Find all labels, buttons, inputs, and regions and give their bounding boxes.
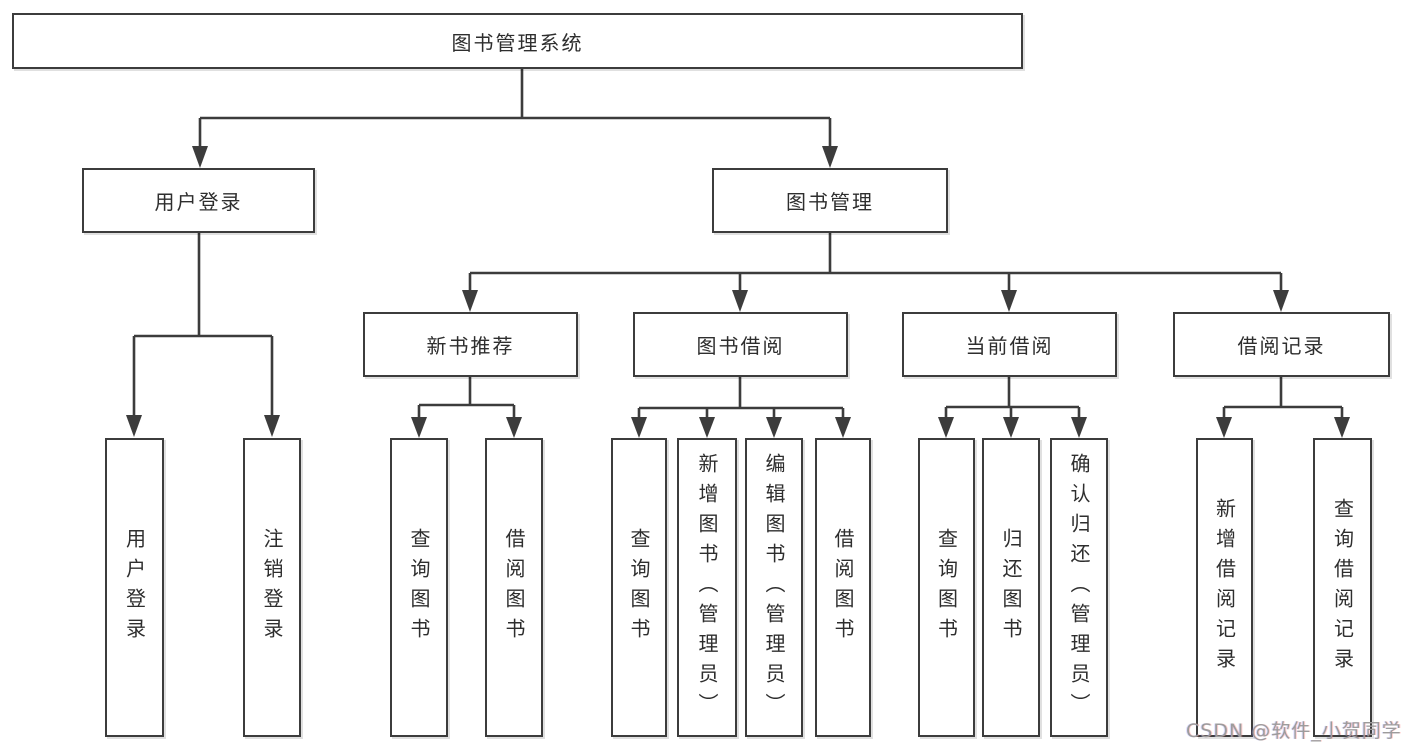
leaf-logout: 注销登录 — [243, 438, 301, 737]
leaf-cb-query-books: 查询图书 — [918, 438, 975, 737]
leaf-bb-edit-books-admin: 编辑图书（管理员） — [745, 438, 803, 737]
leaf-user-login: 用户登录 — [105, 438, 164, 737]
node-library-management-system: 图书管理系统 — [12, 13, 1023, 69]
node-borrow-records: 借阅记录 — [1173, 312, 1390, 377]
leaf-br-add-borrow-record: 新增借阅记录 — [1196, 438, 1253, 737]
csdn-watermark: CSDN @软件_小贺同学 — [1186, 720, 1402, 742]
leaf-cb-return-books: 归还图书 — [982, 438, 1040, 737]
leaf-bb-add-books-admin: 新增图书（管理员） — [677, 438, 737, 737]
node-book-management: 图书管理 — [712, 168, 948, 233]
node-user-login: 用户登录 — [82, 168, 315, 233]
node-new-book-recommend: 新书推荐 — [363, 312, 578, 377]
leaf-br-query-borrow-record: 查询借阅记录 — [1313, 438, 1372, 737]
leaf-bb-borrow-books: 借阅图书 — [815, 438, 871, 737]
leaf-bb-query-books: 查询图书 — [611, 438, 667, 737]
leaf-nb-query-books: 查询图书 — [390, 438, 448, 737]
node-current-borrow: 当前借阅 — [902, 312, 1117, 377]
leaf-nb-borrow-books: 借阅图书 — [485, 438, 543, 737]
node-book-borrow: 图书借阅 — [633, 312, 848, 377]
leaf-cb-confirm-return-admin: 确认归还（管理员） — [1050, 438, 1108, 737]
